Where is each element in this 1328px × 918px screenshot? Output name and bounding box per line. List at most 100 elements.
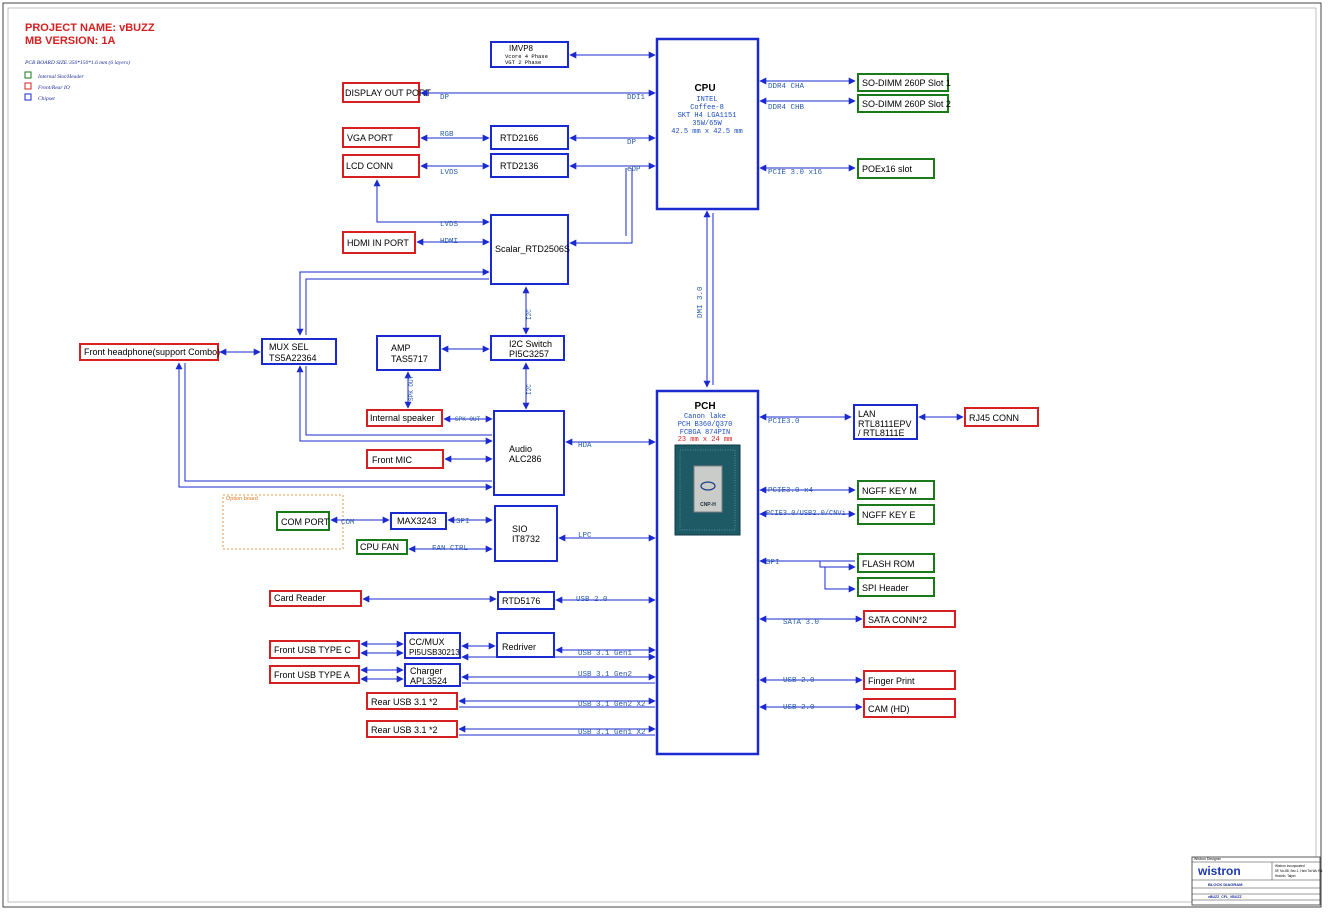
sig-usb31-gen2: USB 3.1 Gen2 bbox=[578, 671, 632, 679]
sig-spk-out: SPK OUT bbox=[455, 416, 481, 423]
rtd5176-label: RTD5176 bbox=[502, 596, 540, 606]
sig-com: COM bbox=[341, 519, 355, 527]
sig-pcie-x4: PCIE3.0 x4 bbox=[768, 487, 814, 495]
cc-mux-line-1: CC/MUX bbox=[409, 637, 445, 647]
imvp8-title: IMVP8 bbox=[509, 44, 534, 53]
headphone-audio-link bbox=[175, 362, 493, 491]
amp-line-1: AMP bbox=[391, 343, 411, 353]
cpu-line-1: INTEL bbox=[696, 96, 717, 104]
sig-spi: SPI bbox=[766, 559, 780, 567]
scalar-block bbox=[490, 214, 569, 285]
sig-i2c-link2: I2C bbox=[526, 384, 533, 395]
max3243-label: MAX3243 bbox=[397, 516, 437, 526]
finger-print-label: Finger Print bbox=[868, 676, 915, 686]
spi-header-link bbox=[824, 567, 856, 593]
sig-usb31-gen2x2: USB 3.1 Gen2 X2 bbox=[578, 701, 646, 709]
lcd-label: LCD CONN bbox=[346, 161, 393, 171]
sio-line-2: IT8732 bbox=[512, 534, 540, 544]
amp-block bbox=[376, 335, 441, 371]
front-mic-label: Front MIC bbox=[372, 455, 413, 465]
pch-size: 23 mm x 24 mm bbox=[678, 436, 733, 444]
sig-i2c-link: I2C bbox=[526, 309, 533, 320]
rear-usb-1-label: Rear USB 3.1 *2 bbox=[371, 697, 438, 707]
lan-line-3: / RTL8111E bbox=[858, 428, 905, 438]
wistron-logo: wistron bbox=[1197, 864, 1241, 878]
sig-usb-cam: USB 2.0 bbox=[783, 704, 815, 712]
display-out-port bbox=[342, 82, 420, 103]
page-inner-frame bbox=[7, 7, 1317, 903]
amp-line-2: TAS5717 bbox=[391, 354, 428, 364]
sig-usb20-card: USB 2.0 bbox=[576, 596, 608, 604]
dimm-slot-1 bbox=[857, 73, 949, 92]
imvp8-block bbox=[490, 41, 569, 68]
sig-edp: eDP bbox=[627, 166, 641, 174]
ngff-e-slot bbox=[857, 504, 935, 525]
option-board-label: Option board bbox=[226, 496, 258, 502]
sig-lvds2: LVDS bbox=[440, 221, 459, 229]
rtd5176-block bbox=[497, 591, 555, 610]
max3243-block bbox=[390, 512, 447, 530]
cc-mux-line-2: PI5USB30213 bbox=[409, 648, 460, 657]
lan-line-2: RTL8111EPV bbox=[858, 419, 912, 429]
cpu-line-4: 35W/65W bbox=[692, 120, 722, 128]
poe-slot-label: POEx16 slot bbox=[862, 164, 913, 174]
i2c-switch-block bbox=[490, 335, 565, 361]
option-board-frame bbox=[222, 494, 344, 550]
sig-ddr4b: DDR4 CHB bbox=[768, 104, 805, 112]
finger-print-port bbox=[863, 670, 956, 690]
lcd-scalar-link bbox=[373, 179, 490, 226]
cpu-title: CPU bbox=[694, 83, 715, 94]
card-reader-label: Card Reader bbox=[274, 593, 326, 603]
legend-slot-swatch bbox=[24, 71, 32, 79]
i2c-switch-line-1: I2C Switch bbox=[509, 339, 552, 349]
lcd-conn bbox=[342, 154, 420, 178]
display-out-label: DISPLAY OUT PORT bbox=[345, 88, 431, 98]
pch-line-1: Canon lake bbox=[684, 413, 726, 421]
sig-spk-amp: SPK OUT bbox=[408, 375, 415, 401]
front-usb-a-label: Front USB TYPE A bbox=[274, 670, 350, 680]
imvp8-line-2: VGT 2 Phase bbox=[505, 59, 541, 66]
dimm-slot-2-label: SO-DIMM 260P Slot 2 bbox=[862, 99, 951, 109]
front-usb-a-port bbox=[269, 665, 360, 684]
cam-port bbox=[863, 698, 956, 718]
sig-dmi: DMI 3.0 bbox=[697, 286, 705, 318]
mb-version: MB VERSION: 1A bbox=[25, 35, 116, 47]
pch-chip-image: CNP-H bbox=[674, 444, 741, 536]
cpu-line-3: SKT H4 LGA1151 bbox=[678, 112, 737, 120]
charger-line-2: APL3524 bbox=[410, 676, 447, 686]
rj45-port bbox=[964, 407, 1039, 427]
cam-label: CAM (HD) bbox=[868, 704, 910, 714]
rtd2166-block bbox=[490, 125, 569, 150]
ngff-m-label: NGFF KEY M bbox=[862, 486, 917, 496]
mux-sel-line-1: MUX SEL bbox=[269, 342, 309, 352]
mux-sel-block bbox=[261, 338, 337, 365]
rtd2136-block bbox=[490, 153, 569, 178]
sig-rgb: RGB bbox=[440, 131, 454, 139]
edp-scalar-link bbox=[569, 168, 633, 247]
sig-dp1: DP bbox=[440, 94, 450, 102]
internal-speaker-label: Internal speaker bbox=[370, 413, 435, 423]
sig-usb31-gen1x2: USB 3.1 Gen1 X2 bbox=[578, 729, 646, 737]
cpu-line-2: Coffee-8 bbox=[690, 104, 724, 112]
project-name: PROJECT NAME: vBUZZ bbox=[25, 22, 155, 34]
pch-title: PCH bbox=[694, 401, 715, 412]
audio-line-2: ALC286 bbox=[509, 454, 542, 464]
sig-usb-finger: USB 2.0 bbox=[783, 677, 815, 685]
cpu-fan-slot bbox=[356, 539, 408, 555]
sig-lvds1: LVDS bbox=[440, 169, 459, 177]
scalar-mux-link-2 bbox=[305, 278, 489, 335]
rear-usb-port-1 bbox=[366, 692, 458, 710]
hdmi-in-label: HDMI IN PORT bbox=[347, 238, 409, 248]
cc-mux-block bbox=[404, 632, 461, 659]
legend-io-swatch bbox=[24, 82, 32, 90]
pch-line-3: FCBGA 874PIN bbox=[680, 429, 730, 437]
title-block: Wistron Designer wistron Wistron Incorpo… bbox=[1191, 856, 1323, 906]
redriver-label: Redriver bbox=[502, 642, 536, 652]
title-company-2: 5F, No.88, Sec.1, Hsin Tai Wu Rd. bbox=[1275, 869, 1323, 873]
sig-lpc: LPC bbox=[578, 532, 592, 540]
flash-rom-label: FLASH ROM bbox=[862, 559, 915, 569]
sata-conn bbox=[863, 610, 956, 628]
dimm-slot-1-label: SO-DIMM 260P Slot 1 bbox=[862, 78, 951, 88]
sig-fan-ctrl: FAN CTRL bbox=[432, 545, 469, 553]
